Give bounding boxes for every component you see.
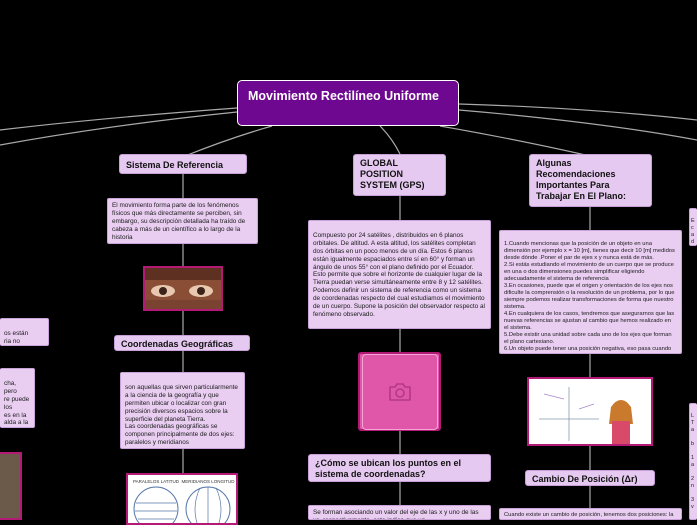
cambio-posicion-description[interactable]: Cuando existe un cambio de posición, ten…: [499, 508, 682, 520]
globe-image[interactable]: PARALELOS LATITUD MERIDIANOS LONGITUD: [126, 473, 238, 525]
left-partial-image[interactable]: [0, 452, 22, 520]
teacher-image[interactable]: [527, 377, 653, 446]
globe-label-meridianos: MERIDIANOS LONGITUD: [181, 479, 235, 484]
recomendaciones-list[interactable]: 1.Cuando mencionas que la posición de un…: [499, 230, 682, 354]
topic-sistema-de-referencia[interactable]: Sistema De Referencia: [119, 154, 247, 174]
central-topic-title: Movimiento Rectilíneo Uniforme: [248, 89, 439, 103]
topic-coordenadas-geograficas[interactable]: Coordenadas Geográficas: [114, 335, 250, 351]
note-text: son aquellas que sirven particularmente …: [125, 384, 238, 446]
topic-label: GLOBAL POSITION SYSTEM (GPS): [360, 158, 425, 190]
gps-description[interactable]: Compuesto por 24 satélites , distribuido…: [308, 220, 491, 329]
globe-diagram: PARALELOS LATITUD MERIDIANOS LONGITUD: [128, 475, 236, 523]
ubicar-puntos-description[interactable]: Se forman asociando un valor del eje de …: [308, 505, 491, 520]
topic-label: Coordenadas Geográficas: [121, 339, 233, 349]
note-text: El movimiento forma parte de los fenómen…: [112, 202, 245, 241]
note-text: Cuando existe un cambio de posición, ten…: [504, 512, 674, 520]
eyes-image[interactable]: [143, 266, 223, 311]
central-topic[interactable]: Movimiento Rectilíneo Uniforme: [237, 80, 459, 126]
left-partial-note-1[interactable]: os están ria no: [0, 318, 49, 346]
topic-gps[interactable]: GLOBAL POSITION SYSTEM (GPS): [353, 154, 446, 196]
topic-ubicar-puntos[interactable]: ¿Cómo se ubican los puntos en el sistema…: [308, 454, 491, 482]
cartesian-teacher-picture: [529, 379, 651, 444]
sistema-referencia-description[interactable]: El movimiento forma parte de los fenómen…: [107, 198, 258, 244]
note-text: os están ria no: [4, 330, 28, 345]
right-partial-note-1[interactable]: E c a d: [689, 208, 697, 246]
note-text: 1.Cuando mencionas que la posición de un…: [504, 241, 675, 354]
note-text: Compuesto por 24 satélites , distribuido…: [313, 232, 485, 318]
topic-label: Sistema De Referencia: [126, 160, 223, 170]
note-text: E c a d: [691, 218, 695, 245]
image-placeholder-frame: [362, 354, 438, 430]
eyes-picture: [145, 268, 221, 309]
coordenadas-description[interactable]: son aquellas que sirven particularmente …: [120, 372, 245, 449]
topic-label: Algunas Recomendaciones Importantes Para…: [536, 158, 626, 201]
topic-label: Cambio De Posición (Δr): [532, 474, 637, 484]
left-partial-note-2[interactable]: cha, pero re puede los es en la alda a l…: [0, 368, 35, 428]
globe-label-paralelos: PARALELOS LATITUD: [133, 479, 180, 484]
topic-recomendaciones[interactable]: Algunas Recomendaciones Importantes Para…: [529, 154, 652, 207]
note-text: L T a b 1 a 2 n 3 v: [691, 413, 694, 510]
note-text: Se forman asociando un valor del eje de …: [313, 509, 479, 520]
note-text: cha, pero re puede los es en la alda a l…: [4, 380, 29, 428]
right-partial-note-2[interactable]: L T a b 1 a 2 n 3 v: [689, 403, 697, 520]
camera-icon: [387, 381, 413, 403]
image-placeholder[interactable]: [358, 352, 441, 431]
topic-label: ¿Cómo se ubican los puntos en el sistema…: [315, 458, 461, 479]
topic-cambio-de-posicion[interactable]: Cambio De Posición (Δr): [525, 470, 655, 486]
